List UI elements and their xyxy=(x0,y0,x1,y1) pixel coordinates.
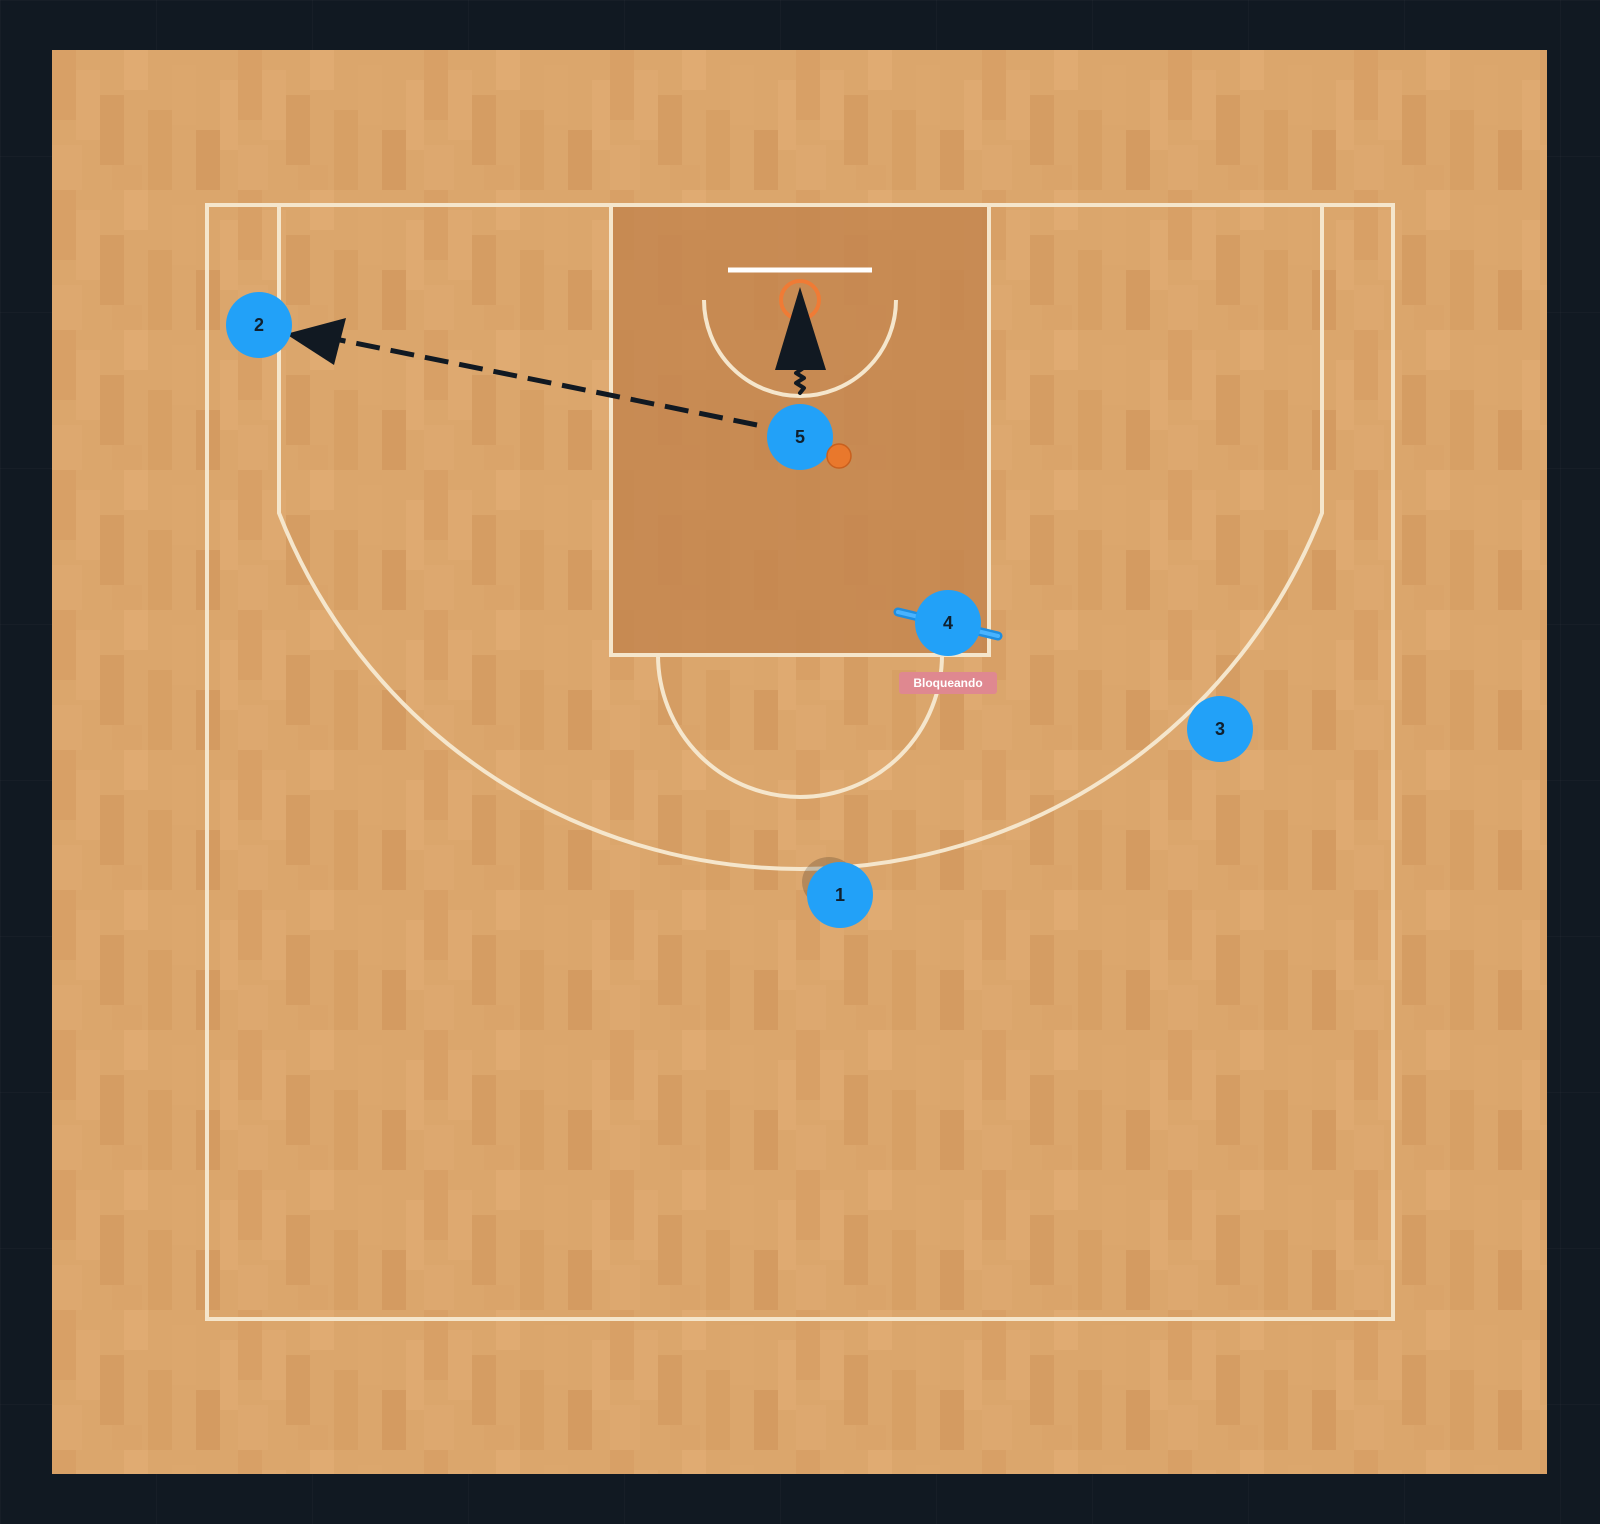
ball[interactable] xyxy=(826,443,852,469)
svg-text:4: 4 xyxy=(943,613,953,633)
action-tag: Bloqueando xyxy=(899,672,997,694)
restricted-area xyxy=(702,299,898,398)
player-1[interactable]: 1 xyxy=(807,862,873,928)
player-2[interactable]: 2 xyxy=(226,292,292,358)
player-3[interactable]: 3 xyxy=(1187,696,1253,762)
key-lines xyxy=(609,205,991,657)
svg-text:5: 5 xyxy=(795,427,805,447)
three-point-line xyxy=(277,205,1324,871)
player-5[interactable]: 5 xyxy=(767,404,833,470)
svg-text:1: 1 xyxy=(835,885,845,905)
court-lines xyxy=(205,203,1395,1321)
pass-arrow xyxy=(286,318,758,428)
free-throw-circle xyxy=(656,654,944,799)
half-court-boundary xyxy=(205,203,1395,1321)
drive-arrow xyxy=(775,287,826,395)
svg-text:3: 3 xyxy=(1215,719,1225,739)
svg-text:2: 2 xyxy=(254,315,264,335)
svg-text:Bloqueando: Bloqueando xyxy=(913,676,982,690)
player-4[interactable]: 4 xyxy=(915,590,981,656)
